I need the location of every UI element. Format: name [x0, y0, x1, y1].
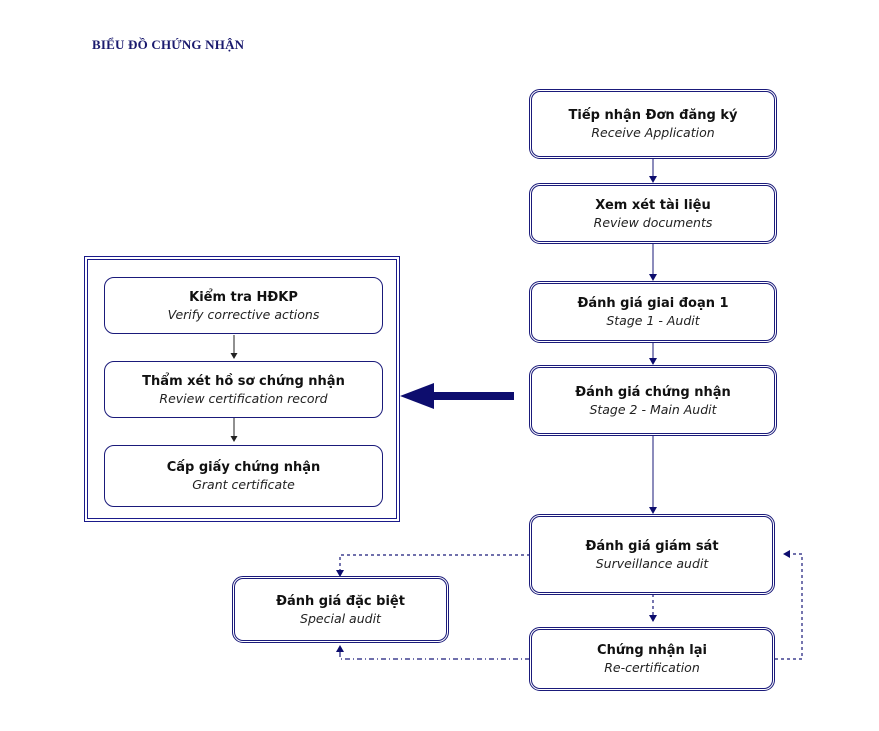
- step-receive-application: Tiếp nhận Đơn đăng ký Receive Applicatio…: [529, 89, 777, 159]
- step-label-en: Receive Application: [591, 125, 715, 140]
- certification-group-frame: [84, 256, 400, 522]
- step-label-en: Grant certificate: [192, 477, 295, 492]
- step-label-en: Surveillance audit: [595, 555, 709, 571]
- step-grant-certificate: Cấp giấy chứng nhận Grant certificate: [104, 445, 383, 507]
- step-label-en: Stage 1 - Audit: [606, 313, 700, 328]
- step-label-vi: Xem xét tài liệu: [595, 197, 711, 213]
- step-label-vi: Tiếp nhận Đơn đăng ký: [568, 108, 738, 123]
- step-label-en: Special audit: [300, 610, 381, 626]
- step-review-certification-record: Thẩm xét hồ sơ chứng nhận Review certifi…: [104, 361, 383, 418]
- step-label-vi: Đánh giá chứng nhận: [575, 384, 731, 400]
- step-label-en: Re-certification: [604, 660, 700, 675]
- step-re-certification: Chứng nhận lại Re-certification: [529, 627, 775, 691]
- dashed-recert-surveillance: [775, 550, 803, 660]
- step-label-en: Verify corrective actions: [167, 306, 320, 322]
- step-label-vi: Kiểm tra HĐKP: [189, 289, 298, 305]
- step-label-vi: Đánh giá giám sát: [585, 538, 719, 554]
- step-label-vi: Thẩm xét hồ sơ chứng nhận: [142, 373, 345, 389]
- step-label-vi: Đánh giá giai đoạn 1: [577, 296, 729, 311]
- step-label-vi: Cấp giấy chứng nhận: [166, 460, 321, 475]
- step-label-vi: Đánh giá đặc biệt: [276, 593, 405, 609]
- step-verify-corrective-actions: Kiểm tra HĐKP Verify corrective actions: [104, 277, 383, 334]
- step-label-vi: Chứng nhận lại: [597, 643, 707, 658]
- dashdot-recert-special: [336, 645, 530, 660]
- step-label-en: Review certification record: [159, 390, 328, 406]
- step-review-documents: Xem xét tài liệu Review documents: [529, 183, 777, 244]
- step-surveillance-audit: Đánh giá giám sát Surveillance audit: [529, 514, 775, 595]
- step-stage2-main-audit: Đánh giá chứng nhận Stage 2 - Main Audit: [529, 365, 777, 436]
- step-stage1-audit: Đánh giá giai đoạn 1 Stage 1 - Audit: [529, 281, 777, 343]
- dashed-surveillance-special: [336, 554, 530, 577]
- diagram-title: BIỂU ĐỒ CHỨNG NHẬN: [92, 37, 245, 52]
- step-special-audit: Đánh giá đặc biệt Special audit: [232, 576, 449, 643]
- step-label-en: Review documents: [593, 214, 713, 230]
- big-arrow-head: [400, 383, 434, 409]
- step-label-en: Stage 2 - Main Audit: [589, 401, 717, 417]
